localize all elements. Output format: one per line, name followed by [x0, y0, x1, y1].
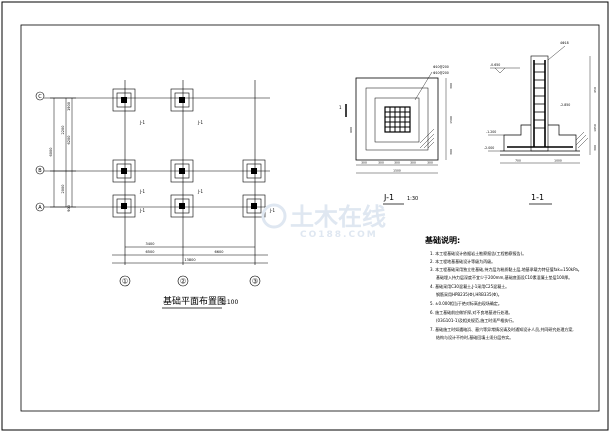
- design-notes: 基础说明: 1. 本工程基础设计依据岩土勘察报告(工程勘察报告)。 2. 本工程…: [424, 235, 582, 340]
- detail-scale: 1:30: [407, 196, 418, 202]
- svg-text:②: ②: [180, 278, 186, 286]
- footing-tag: J-1: [197, 120, 203, 125]
- note-line: 结构与设计不符时,基础回填土须分层夯实。: [436, 334, 513, 340]
- watermark-logo-icon: [261, 203, 287, 229]
- svg-text:-2.000: -2.000: [484, 146, 494, 150]
- footing-detail-plan: 1 Φ10@200 Φ10@200 300 1500 300 600 300 3…: [339, 65, 453, 205]
- foundation-plan: J-1 J-1 J-1 J-1 J-1 J-1 C B A 1900 6200 …: [35, 80, 275, 309]
- axis-bubble-2: ②: [177, 275, 189, 287]
- footing-c2: [170, 88, 194, 112]
- dim-label: 3400: [146, 242, 155, 246]
- footing-section-1-1: -0.650 -1.200 -2.000 -2.850 4Φ18 450 105…: [484, 41, 597, 205]
- dim-label: 300: [593, 145, 597, 151]
- axis-bubble-1: ①: [119, 275, 131, 287]
- note-line: 2. 本工程地基基础设计等级为丙级。: [430, 258, 495, 264]
- dim-label: 2200: [61, 126, 65, 135]
- footing-tag: J-1: [139, 208, 145, 213]
- axis-bubble-3: ③: [249, 275, 261, 287]
- dim-label: 900: [67, 205, 71, 212]
- note-line: 6. 施工基础前应做钎探,对不良地基进行处理。: [430, 309, 512, 315]
- section-title: 1-1: [531, 193, 544, 202]
- axis-bubble-c: C: [35, 91, 45, 101]
- axis-bubble-b: B: [35, 165, 45, 175]
- svg-text:-1.200: -1.200: [486, 130, 496, 134]
- dim-label: 6500: [146, 250, 155, 254]
- note-line: 1. 本工程基础设计依据岩土勘察报告(工程勘察报告)。: [430, 250, 526, 256]
- dim-label: 1000: [554, 159, 562, 163]
- rebar-note: 4Φ18: [560, 41, 569, 45]
- dim-label: 450: [593, 87, 597, 93]
- footing-a3: [242, 194, 266, 218]
- dim-label: 1500: [449, 116, 453, 124]
- dim-label: 6600: [215, 250, 224, 254]
- svg-text:-2.850: -2.850: [560, 103, 570, 107]
- note-line: 7. 基础施工时如遇暗浜、墓穴等异常情况请及时通知设计人员,共同研究处理方案,: [430, 326, 574, 332]
- level-marker: -2.000: [484, 146, 500, 152]
- level-marker: -1.200: [486, 130, 504, 136]
- dim-label: 300: [449, 149, 453, 155]
- dim-label: 300: [410, 161, 416, 165]
- dim-label: 6200: [67, 136, 71, 145]
- detail-title: J-1: [383, 193, 394, 202]
- dim-label: 6000: [49, 148, 53, 157]
- column-rebar: [533, 60, 546, 147]
- dim-label: 700: [515, 159, 521, 163]
- plan-title: 基础平面布置图: [163, 295, 226, 307]
- dim-label: 300: [361, 161, 367, 165]
- level-marker: -0.650: [490, 63, 520, 74]
- dim-label: 1500: [393, 169, 401, 173]
- plan-scale: 1:100: [221, 299, 238, 306]
- dim-label: 13800: [184, 258, 195, 262]
- footing-tag: J-1: [139, 189, 145, 194]
- rebar-note: Φ10@200: [433, 71, 449, 75]
- dim-label: 300: [449, 83, 453, 89]
- svg-text:A: A: [38, 205, 42, 211]
- rebar-mesh: [384, 106, 411, 133]
- note-line: (03G101-1)及相关规范,施工时须严格执行。: [436, 317, 516, 323]
- footing-tag: J-1: [139, 120, 145, 125]
- footing-c1: [112, 88, 136, 112]
- dim-label: 1900: [67, 102, 71, 111]
- axis-bubble-a: A: [35, 202, 45, 212]
- note-line: 4. 基础采用C30混凝土,J-1采用C25混凝土。: [430, 283, 509, 289]
- note-line: 基础埋入持力层深度不宜少于200mm,基础底面设C10素混凝土垫层100厚。: [436, 274, 572, 280]
- svg-text:-0.650: -0.650: [490, 63, 500, 67]
- footing-b3: [242, 159, 266, 183]
- dim-label: 300: [378, 161, 384, 165]
- sheet-inner-frame: [20, 24, 600, 412]
- rebar-note: Φ10@200: [433, 65, 449, 69]
- footing-a1: [112, 194, 136, 218]
- hatch-corner: [575, 131, 589, 149]
- watermark: 土木在线 CO188.COM: [261, 203, 386, 240]
- dim-label: 600: [349, 127, 353, 133]
- note-line: 5. ±0.000相当于绝对标高由现场确定。: [430, 300, 502, 306]
- watermark-text: 土木在线: [290, 203, 386, 231]
- svg-text:C: C: [38, 94, 42, 100]
- dim-label: 300: [394, 161, 400, 165]
- svg-text:③: ③: [252, 278, 258, 286]
- section-mark-label: 1: [339, 105, 342, 110]
- note-line: 3. 本工程基础采用独立柱基础,持力层为粉质黏土层,地基承载力特征值fak=15…: [430, 266, 582, 272]
- svg-text:B: B: [38, 168, 42, 174]
- watermark-subtext: CO188.COM: [300, 230, 378, 240]
- footing-b2: [170, 159, 194, 183]
- dim-label: 2000: [61, 185, 65, 194]
- notes-title: 基础说明:: [424, 235, 460, 245]
- note-line: 钢筋采用HPB235(Φ),HRB335(Φ)。: [436, 291, 502, 297]
- footing-tag: J-1: [269, 208, 275, 213]
- dim-label: 300: [427, 161, 433, 165]
- dim-label: 1050: [593, 124, 597, 132]
- svg-text:①: ①: [122, 278, 128, 286]
- footing-a2: [170, 194, 194, 218]
- footing-b1: [112, 159, 136, 183]
- hatch-corner: [419, 128, 435, 149]
- level-marker: -2.850: [560, 103, 570, 107]
- footing-tag: J-1: [197, 189, 203, 194]
